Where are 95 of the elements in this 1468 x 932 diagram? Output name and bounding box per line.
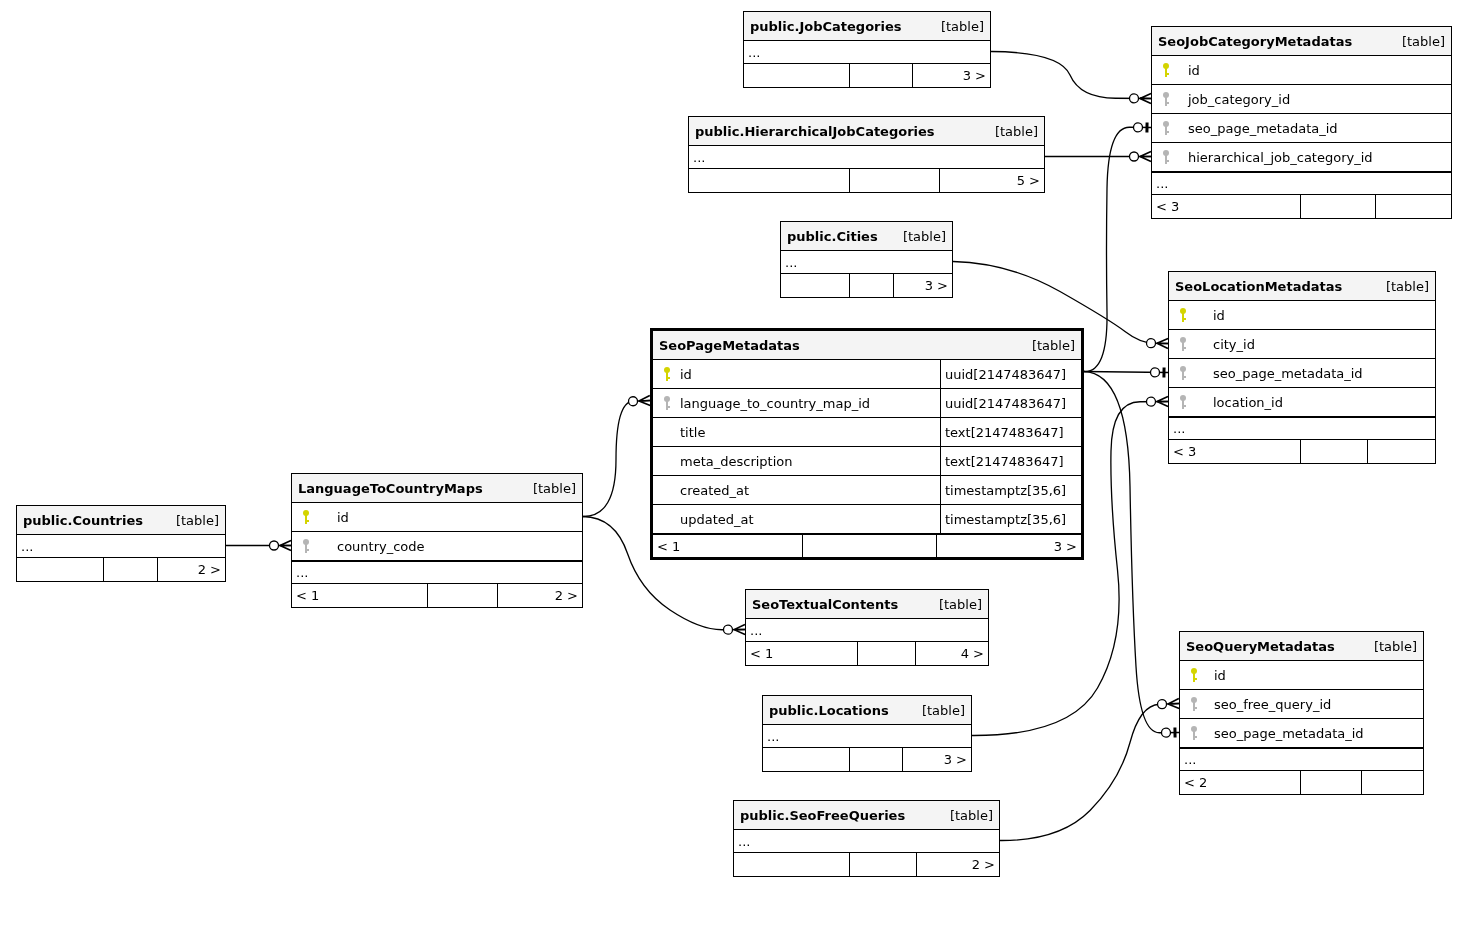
relation-count: 4 > bbox=[960, 647, 984, 660]
column-name: seo_page_metadata_id bbox=[1214, 726, 1364, 740]
column-name: id bbox=[1188, 63, 1200, 77]
column-name: seo_free_query_id bbox=[1214, 697, 1332, 711]
relationship-line bbox=[971, 395, 1169, 737]
table-tag: [table] bbox=[1031, 338, 1075, 352]
relation-count: 3 > bbox=[962, 69, 986, 82]
table-tag: [table] bbox=[1373, 639, 1417, 653]
column-name: id bbox=[680, 367, 692, 381]
relationship-line bbox=[990, 50, 1152, 105]
table-tag: [table] bbox=[921, 703, 965, 717]
column-name: updated_at bbox=[680, 512, 754, 526]
table-box bbox=[688, 116, 1045, 193]
table-name: SeoTextualContents bbox=[752, 597, 899, 611]
relation-count: 2 > bbox=[971, 858, 995, 871]
relation-count: 2 > bbox=[554, 589, 578, 602]
column-name: hierarchical_job_category_id bbox=[1188, 150, 1373, 164]
table-name: SeoLocationMetadatas bbox=[1175, 279, 1343, 293]
table-box bbox=[1179, 631, 1424, 795]
relation-count: 3 > bbox=[1053, 539, 1077, 553]
table-box bbox=[16, 505, 226, 582]
relationship-line bbox=[582, 515, 746, 636]
column-name: created_at bbox=[680, 483, 750, 497]
column-name: id bbox=[337, 510, 349, 524]
table-box bbox=[1151, 26, 1452, 219]
relation-count: < 3 bbox=[1156, 200, 1180, 213]
column-name: seo_page_metadata_id bbox=[1188, 121, 1338, 135]
column-name: country_code bbox=[337, 539, 425, 553]
relation-count: 3 > bbox=[943, 753, 967, 766]
table-name: public.HierarchicalJobCategories bbox=[695, 124, 935, 138]
column-name: language_to_country_map_id bbox=[680, 396, 871, 410]
table-tag: [table] bbox=[940, 19, 984, 33]
ellipsis-text: ... bbox=[693, 150, 706, 164]
table-tag: [table] bbox=[175, 513, 219, 527]
table-box bbox=[743, 11, 991, 88]
relationship-line bbox=[225, 539, 292, 552]
ellipsis-text: ... bbox=[296, 566, 309, 579]
table-name: public.JobCategories bbox=[750, 19, 902, 33]
column-name: id bbox=[1213, 308, 1225, 322]
table-name: SeoJobCategoryMetadatas bbox=[1158, 34, 1353, 48]
table-tag: [table] bbox=[949, 808, 993, 822]
table-box bbox=[733, 800, 1000, 877]
table-tag: [table] bbox=[1385, 279, 1429, 293]
relationship-line bbox=[999, 697, 1180, 842]
table-name: SeoPageMetadatas bbox=[659, 338, 800, 352]
table-tag: [table] bbox=[1401, 34, 1445, 48]
ellipsis-text: ... bbox=[767, 729, 780, 743]
ellipsis-text: ... bbox=[1184, 753, 1197, 766]
table-tag: [table] bbox=[938, 597, 982, 611]
column-type: text[2147483647] bbox=[945, 425, 1064, 439]
column-name: seo_page_metadata_id bbox=[1213, 366, 1363, 380]
ellipsis-text: ... bbox=[1156, 177, 1169, 190]
column-type: uuid[2147483647] bbox=[945, 367, 1067, 381]
relation-count: < 1 bbox=[750, 647, 774, 660]
column-type: timestamptz[35,6] bbox=[945, 483, 1067, 497]
ellipsis-text: ... bbox=[750, 623, 763, 637]
relationship-line bbox=[1083, 370, 1180, 740]
ellipsis-text: ... bbox=[1173, 422, 1186, 435]
ellipsis-text: ... bbox=[785, 255, 798, 269]
column-type: uuid[2147483647] bbox=[945, 396, 1067, 410]
table-box bbox=[291, 473, 583, 608]
relation-count: 5 > bbox=[1016, 174, 1040, 187]
ellipsis-text: ... bbox=[738, 834, 751, 848]
column-name: meta_description bbox=[680, 454, 793, 468]
table-box bbox=[780, 221, 953, 298]
column-name: title bbox=[680, 425, 706, 439]
relationship-line bbox=[1044, 150, 1152, 163]
table-name: public.Locations bbox=[769, 703, 889, 717]
relation-count: < 3 bbox=[1173, 445, 1197, 458]
column-name: job_category_id bbox=[1188, 92, 1291, 106]
column-name: id bbox=[1214, 668, 1226, 682]
table-box bbox=[1168, 271, 1436, 464]
table-name: public.SeoFreeQueries bbox=[740, 808, 906, 822]
table-box bbox=[745, 589, 989, 666]
table-name: public.Cities bbox=[787, 229, 878, 243]
table-tag: [table] bbox=[994, 124, 1038, 138]
table-name: public.Countries bbox=[23, 513, 144, 527]
table-name: SeoQueryMetadatas bbox=[1186, 639, 1335, 653]
relation-count: < 1 bbox=[657, 539, 681, 553]
ellipsis-text: ... bbox=[748, 45, 761, 59]
ellipsis-text: ... bbox=[21, 539, 34, 553]
table-tag: [table] bbox=[532, 481, 576, 495]
column-name: city_id bbox=[1213, 337, 1255, 351]
relation-count: < 1 bbox=[296, 589, 320, 602]
column-name: location_id bbox=[1213, 395, 1283, 409]
column-type: text[2147483647] bbox=[945, 454, 1064, 468]
table-tag: [table] bbox=[902, 229, 946, 243]
relation-count: 3 > bbox=[924, 279, 948, 292]
relation-count: 2 > bbox=[197, 563, 221, 576]
relationship-line bbox=[952, 260, 1169, 350]
relation-count: < 2 bbox=[1184, 776, 1208, 789]
table-name: LanguageToCountryMaps bbox=[298, 481, 483, 495]
table-box bbox=[650, 328, 1084, 560]
column-type: timestamptz[35,6] bbox=[945, 512, 1067, 526]
table-box bbox=[762, 695, 972, 772]
